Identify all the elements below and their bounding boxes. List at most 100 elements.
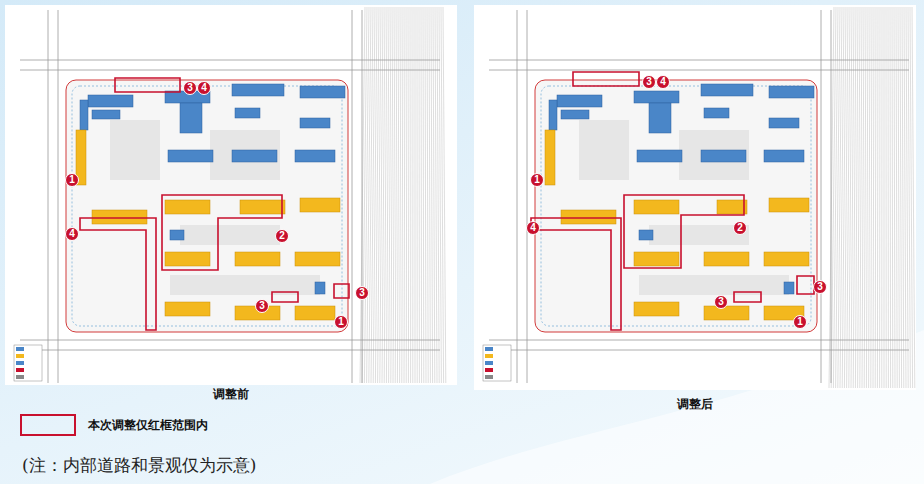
- plan-legend-sample: [485, 354, 493, 358]
- adjustment-frame: [531, 218, 621, 330]
- building-blue: [769, 86, 814, 98]
- callout-number: 1: [65, 173, 79, 187]
- building-blue: [557, 95, 602, 107]
- road-line: [20, 70, 440, 71]
- plan-legend-sample: [16, 347, 24, 351]
- callout-number: 2: [733, 221, 747, 235]
- callout-number: 1: [334, 315, 348, 329]
- building-yellow: [300, 198, 340, 212]
- plan-paper: [5, 5, 457, 385]
- building-yellow: [704, 252, 749, 266]
- building-blue: [764, 150, 804, 162]
- building-yellow: [165, 252, 210, 266]
- building-blue: [180, 103, 202, 133]
- site-inner: [541, 86, 811, 326]
- plan-body: [14, 7, 446, 383]
- site-inner: [72, 86, 342, 326]
- railway: [360, 7, 446, 383]
- adjustment-frame: [797, 276, 814, 294]
- callout-number: 1: [530, 173, 544, 187]
- building-yellow: [717, 200, 747, 214]
- plan-legend-sample: [485, 361, 493, 365]
- plan-legend-sample: [16, 375, 24, 379]
- building-blue: [168, 150, 213, 162]
- callout-number: 4: [526, 221, 540, 235]
- building-yellow: [764, 252, 809, 266]
- building-blue: [300, 118, 330, 128]
- panel-title: 调整后: [474, 396, 916, 413]
- building-blue: [80, 100, 88, 130]
- road-line: [352, 10, 353, 383]
- caption: (注：内部道路和景观仅为示意): [22, 454, 256, 477]
- building-blue: [701, 84, 753, 96]
- callout-number: 3: [255, 299, 269, 313]
- callout-number: 4: [656, 75, 670, 89]
- building-yellow: [295, 306, 335, 320]
- road-line: [20, 340, 440, 341]
- site-boundary: [535, 80, 817, 332]
- road-line: [48, 10, 49, 383]
- building-yellow: [634, 252, 679, 266]
- panel-title: 调整前: [5, 386, 457, 403]
- road-line: [489, 340, 909, 341]
- site-plan: [5, 5, 457, 385]
- building-blue: [232, 150, 277, 162]
- building-blue: [300, 86, 345, 98]
- building-yellow: [704, 306, 749, 320]
- building-blue: [637, 150, 682, 162]
- building-blue: [170, 230, 184, 240]
- landscape: [180, 225, 280, 245]
- building-yellow: [165, 302, 210, 316]
- callout-number: 3: [813, 280, 827, 294]
- building-yellow: [634, 302, 679, 316]
- adjustment-frame: [624, 195, 744, 268]
- road-line: [527, 10, 528, 383]
- callout-number: 2: [275, 229, 289, 243]
- adjustment-frame: [115, 78, 180, 92]
- legend-swatch: [20, 414, 76, 436]
- plan-legend-sample: [485, 368, 493, 372]
- building-blue: [561, 110, 589, 119]
- plan-legend-sample: [16, 354, 24, 358]
- adjustment-frame: [734, 292, 761, 302]
- road-line: [58, 10, 59, 383]
- road-line: [489, 70, 909, 71]
- callout-number: 3: [355, 286, 369, 300]
- adjustment-frame: [573, 72, 639, 86]
- plan-panel: 调整前: [5, 5, 457, 385]
- road-line: [821, 10, 822, 383]
- building-blue: [769, 118, 799, 128]
- road-line: [20, 350, 440, 351]
- building-yellow: [235, 252, 280, 266]
- callout-number: 1: [793, 315, 807, 329]
- railway: [829, 7, 915, 388]
- building-blue: [295, 150, 335, 162]
- building-yellow: [769, 198, 809, 212]
- landscape: [110, 120, 160, 180]
- road-line: [362, 10, 363, 383]
- building-blue: [701, 150, 746, 162]
- plan-legend-box: [14, 345, 42, 381]
- building-blue: [235, 108, 260, 118]
- building-yellow: [295, 252, 340, 266]
- landscape: [579, 120, 629, 180]
- plan-legend-box: [483, 345, 511, 381]
- building-blue: [704, 108, 729, 118]
- callout-number: 3: [642, 75, 656, 89]
- landscape: [679, 130, 749, 180]
- building-yellow: [634, 200, 679, 214]
- building-blue: [639, 230, 653, 240]
- site-boundary: [66, 80, 348, 332]
- building-yellow: [165, 200, 210, 214]
- building-yellow: [561, 210, 616, 224]
- road-line: [831, 10, 832, 383]
- adjustment-frame: [272, 292, 298, 302]
- adjustment-frame: [334, 284, 349, 298]
- road-line: [517, 10, 518, 383]
- building-yellow: [545, 130, 555, 185]
- site-plan: [474, 5, 916, 390]
- landscape: [639, 275, 789, 295]
- plan-legend-sample: [485, 375, 493, 379]
